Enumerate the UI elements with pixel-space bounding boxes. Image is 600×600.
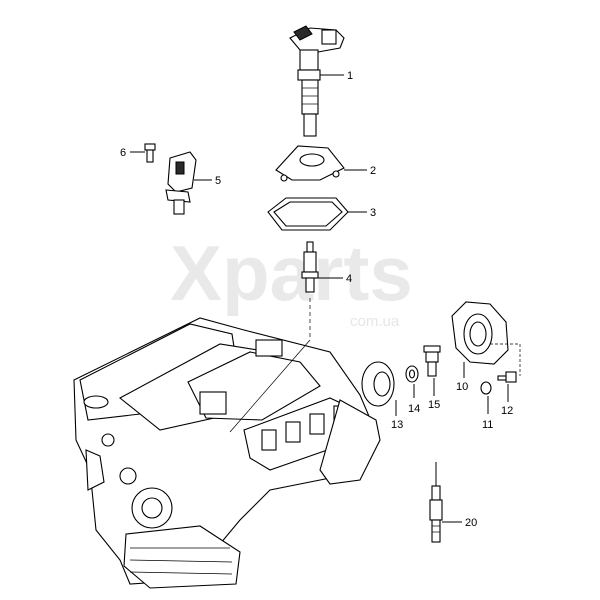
bolt — [130, 143, 156, 163]
callout-5: 5 — [215, 175, 221, 187]
callout-10: 10 — [456, 381, 468, 393]
washer — [405, 365, 419, 398]
callout-6: 6 — [120, 147, 126, 159]
callout-15: 15 — [428, 399, 440, 411]
callout-4: 4 — [346, 273, 352, 285]
callout-14: 14 — [408, 403, 420, 415]
watermark-brand: Xparts — [170, 229, 413, 317]
ignition-coil — [289, 25, 345, 137]
callout-1: 1 — [347, 70, 353, 82]
glow-plug — [429, 462, 462, 543]
callout-11: 11 — [482, 419, 493, 431]
pulley — [361, 361, 397, 416]
washer-11 — [480, 381, 492, 414]
callout-12: 12 — [501, 405, 513, 417]
sensor — [165, 151, 212, 215]
bolt-15 — [423, 345, 441, 396]
callout-2: 2 — [370, 165, 376, 177]
watermark-domain: com.ua — [350, 313, 400, 330]
engine-block — [73, 317, 381, 589]
callout-13: 13 — [391, 419, 403, 431]
coil-bracket — [275, 145, 367, 182]
callout-20: 20 — [465, 517, 477, 529]
callout-3: 3 — [370, 207, 376, 219]
bolt-12 — [497, 371, 517, 402]
reference-lines — [490, 343, 521, 376]
gasket — [267, 197, 367, 231]
spark-plug — [301, 241, 343, 340]
housing — [451, 301, 509, 378]
